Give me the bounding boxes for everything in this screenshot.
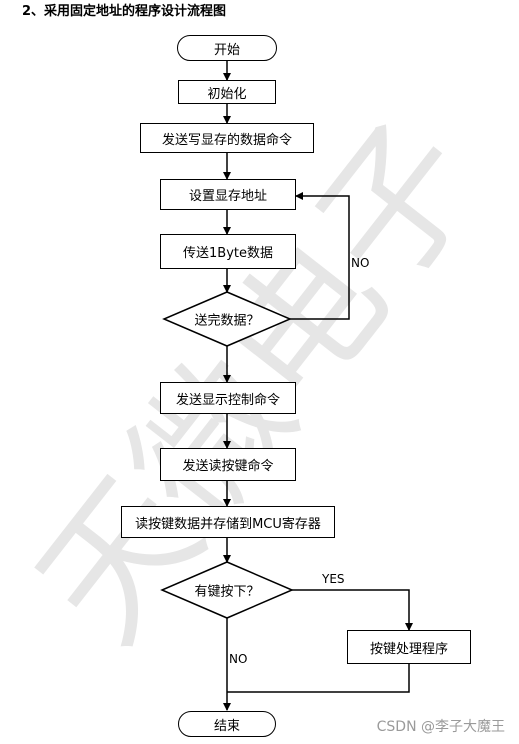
no-loop-label: NO — [351, 256, 370, 270]
footer-watermark: CSDN @李子大魔王 — [376, 719, 505, 735]
send-display-cmd-step: 发送显示控制命令 — [160, 382, 296, 414]
send-byte-step: 传送1Byte数据 — [160, 234, 296, 269]
key-check-label: 有键按下？ — [194, 584, 260, 600]
read-store-keys-step: 读按键数据并存储到MCU寄存器 — [121, 506, 335, 538]
yes-branch-label: YES — [322, 572, 345, 586]
page-title: 2、采用固定地址的程序设计流程图 — [22, 4, 227, 19]
send-write-cmd-step: 发送写显存的数据命令 — [140, 123, 314, 153]
start-terminal: 开始 — [177, 35, 277, 61]
edge-yes-handler — [292, 589, 413, 631]
end-terminal: 结束 — [178, 711, 276, 737]
no-down-label: NO — [229, 652, 248, 666]
init-step: 初始化 — [178, 80, 276, 104]
send-read-key-cmd-step: 发送读按键命令 — [160, 448, 296, 481]
edge-handler-merge — [227, 664, 410, 693]
done-check-label: 送完数据？ — [194, 313, 260, 329]
decision-key-shape — [160, 561, 294, 619]
set-address-step: 设置显存地址 — [160, 179, 296, 210]
key-handler-step: 按键处理程序 — [347, 630, 471, 664]
decision-done-shape — [162, 291, 292, 347]
edge-no-loop — [290, 192, 350, 320]
